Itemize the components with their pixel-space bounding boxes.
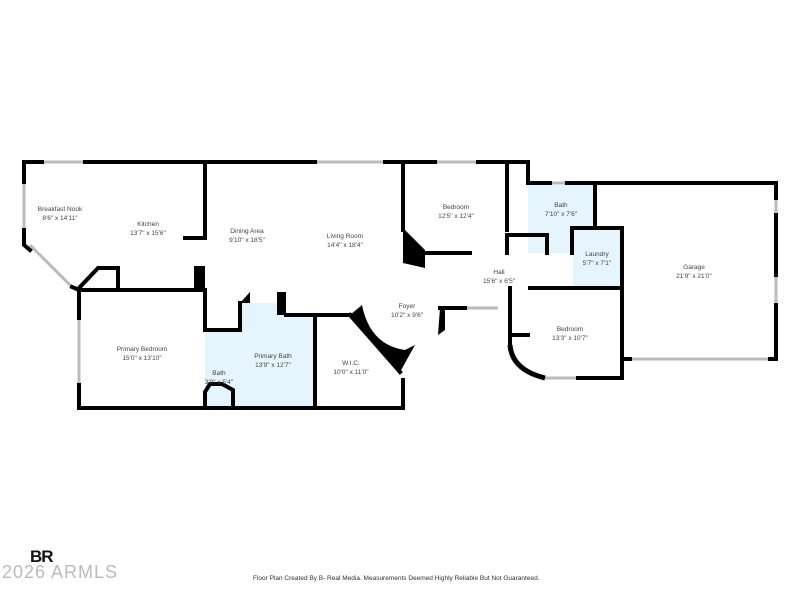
logo: BR [30, 547, 54, 566]
curved-walls [507, 344, 546, 381]
room-wic: W.I.C.10'0" x 11'0" [333, 360, 369, 376]
wall-blocks [194, 228, 445, 372]
wet-room-fills [205, 185, 621, 406]
floor-plan-credit: Floor Plan Created By B- Real Media. Mea… [253, 575, 540, 582]
windows [22, 160, 778, 385]
copyright-watermark: 2026 ARMLS [2, 562, 119, 582]
